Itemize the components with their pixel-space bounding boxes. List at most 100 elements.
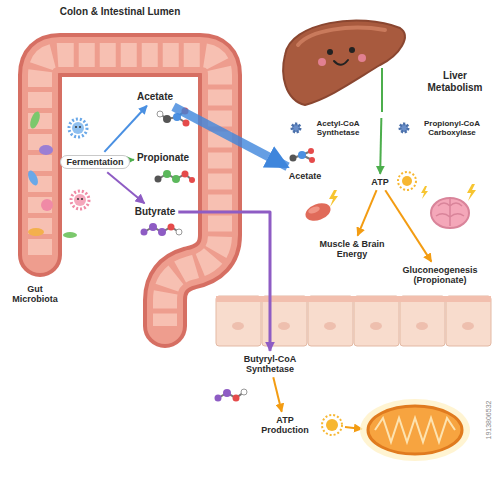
flow-arrow (104, 106, 147, 152)
flow-arrow (358, 190, 377, 235)
acetate-molecule (163, 115, 171, 123)
enzyme-gear (400, 124, 408, 132)
propionate-molecule (182, 171, 189, 178)
energy-label: ATP Production (255, 415, 315, 436)
atp-sun-icon (398, 172, 416, 190)
liver-acetate-molecule (308, 148, 314, 154)
organ-node: Liver Metabolism (270, 12, 495, 115)
butyrate-molecule (141, 223, 183, 236)
node-text: Fermentation (66, 157, 123, 167)
epithelium-cells (354, 296, 399, 346)
molecule-label: Propionate (137, 152, 189, 164)
atp-production-sun (322, 415, 362, 435)
energy-label: ATP (371, 177, 388, 187)
process-label: Fermentation (60, 155, 129, 169)
liver-illustration (334, 60, 348, 65)
flow-arrow (385, 190, 431, 261)
energy-bolt (329, 190, 338, 207)
liver-illustration (358, 54, 366, 62)
mitochondrion (360, 399, 470, 461)
butyryl-molecule (241, 389, 247, 395)
butyryl-molecule (223, 389, 231, 397)
node-text: Gluconeogenesis (Propionate) (394, 265, 486, 286)
muscle-icon (307, 205, 320, 215)
bacteria (75, 126, 77, 128)
brain-icon (431, 198, 469, 228)
propionate-molecule (155, 176, 162, 183)
epithelium-cells (278, 322, 290, 330)
liver-acetate-molecule (309, 157, 315, 163)
liver-acetate-molecule (298, 151, 306, 159)
bacteria (28, 228, 44, 236)
mitochondrion (368, 406, 462, 454)
epithelium-cells (216, 296, 491, 302)
flow-arrow (133, 159, 134, 161)
enzyme-label: Acetyl-CoA Synthetase (304, 119, 372, 137)
bacteria (77, 198, 79, 200)
liver-acetate-molecule (290, 148, 316, 163)
node-text: Acetate (137, 91, 173, 103)
epithelium-cells (308, 296, 353, 346)
propionate-molecule (172, 175, 180, 183)
liver-acetate-molecule (290, 155, 297, 162)
region-label: Gut Microbiota (5, 284, 65, 305)
colon-illustration (40, 55, 220, 326)
atp-production-sun (326, 419, 338, 431)
node-text: Liver Metabolism (418, 70, 492, 93)
bacteria (79, 126, 81, 128)
flow-arrow (107, 172, 144, 203)
bacteria (74, 194, 86, 206)
atp-sun-icon (402, 176, 412, 186)
atp-production-sun (345, 427, 362, 429)
bacteria (71, 191, 89, 209)
atp-production-sun (322, 415, 342, 435)
acetate-molecule (157, 111, 163, 117)
colon-illustration (40, 55, 220, 326)
liver-illustration (318, 58, 326, 66)
atp-sun-icon (398, 172, 416, 190)
enzyme-label: Propionyl-CoA Carboxylase (410, 119, 494, 137)
butyryl-molecule (215, 389, 248, 402)
epithelium-cells (462, 322, 474, 330)
butyryl-molecule (215, 395, 222, 402)
bacteria (72, 122, 84, 134)
node-text: Butyrate (135, 206, 176, 218)
bacteria (26, 169, 40, 187)
epithelium-cells (446, 296, 491, 346)
butyrate-molecule (158, 228, 166, 236)
energy-bolt (329, 184, 476, 207)
butyryl-molecule (233, 395, 240, 402)
enzyme-gear (292, 124, 300, 132)
liver-illustration (283, 21, 405, 105)
epithelium-cells (324, 322, 336, 330)
acetate-molecule (183, 120, 190, 127)
colon-illustration (40, 55, 220, 326)
molecule-label: Acetate (137, 91, 173, 103)
energy-bolt (421, 186, 428, 199)
propionate-molecule (189, 177, 195, 183)
molecule-label: Butyrate (135, 206, 176, 218)
flow-arrow (174, 107, 288, 167)
node-text: ATP Production (255, 415, 315, 436)
node-text: Acetate (289, 171, 322, 181)
muscle-icon (303, 200, 333, 224)
epithelium-cells (416, 322, 428, 330)
node-text: ATP (371, 177, 388, 187)
epithelium-cells (370, 322, 382, 330)
node-text: Butyryl-CoA Synthetase (228, 354, 312, 375)
bacteria (63, 232, 77, 238)
epithelium-cells (232, 322, 244, 330)
bacteria (28, 110, 42, 130)
bacteria (69, 119, 87, 137)
node-text: Muscle & Brain Energy (313, 239, 391, 260)
bacteria (81, 198, 83, 200)
mitochondrion (375, 418, 455, 442)
flow-arrow (273, 377, 281, 411)
muscle-icon (303, 200, 333, 224)
text-holder: Liver Metabolism (418, 70, 492, 93)
flow-arrow (178, 212, 270, 351)
region-title: Colon & Intestinal Lumen (55, 6, 185, 18)
node-text: Propionate (137, 152, 189, 164)
epithelium-cells (216, 296, 491, 346)
